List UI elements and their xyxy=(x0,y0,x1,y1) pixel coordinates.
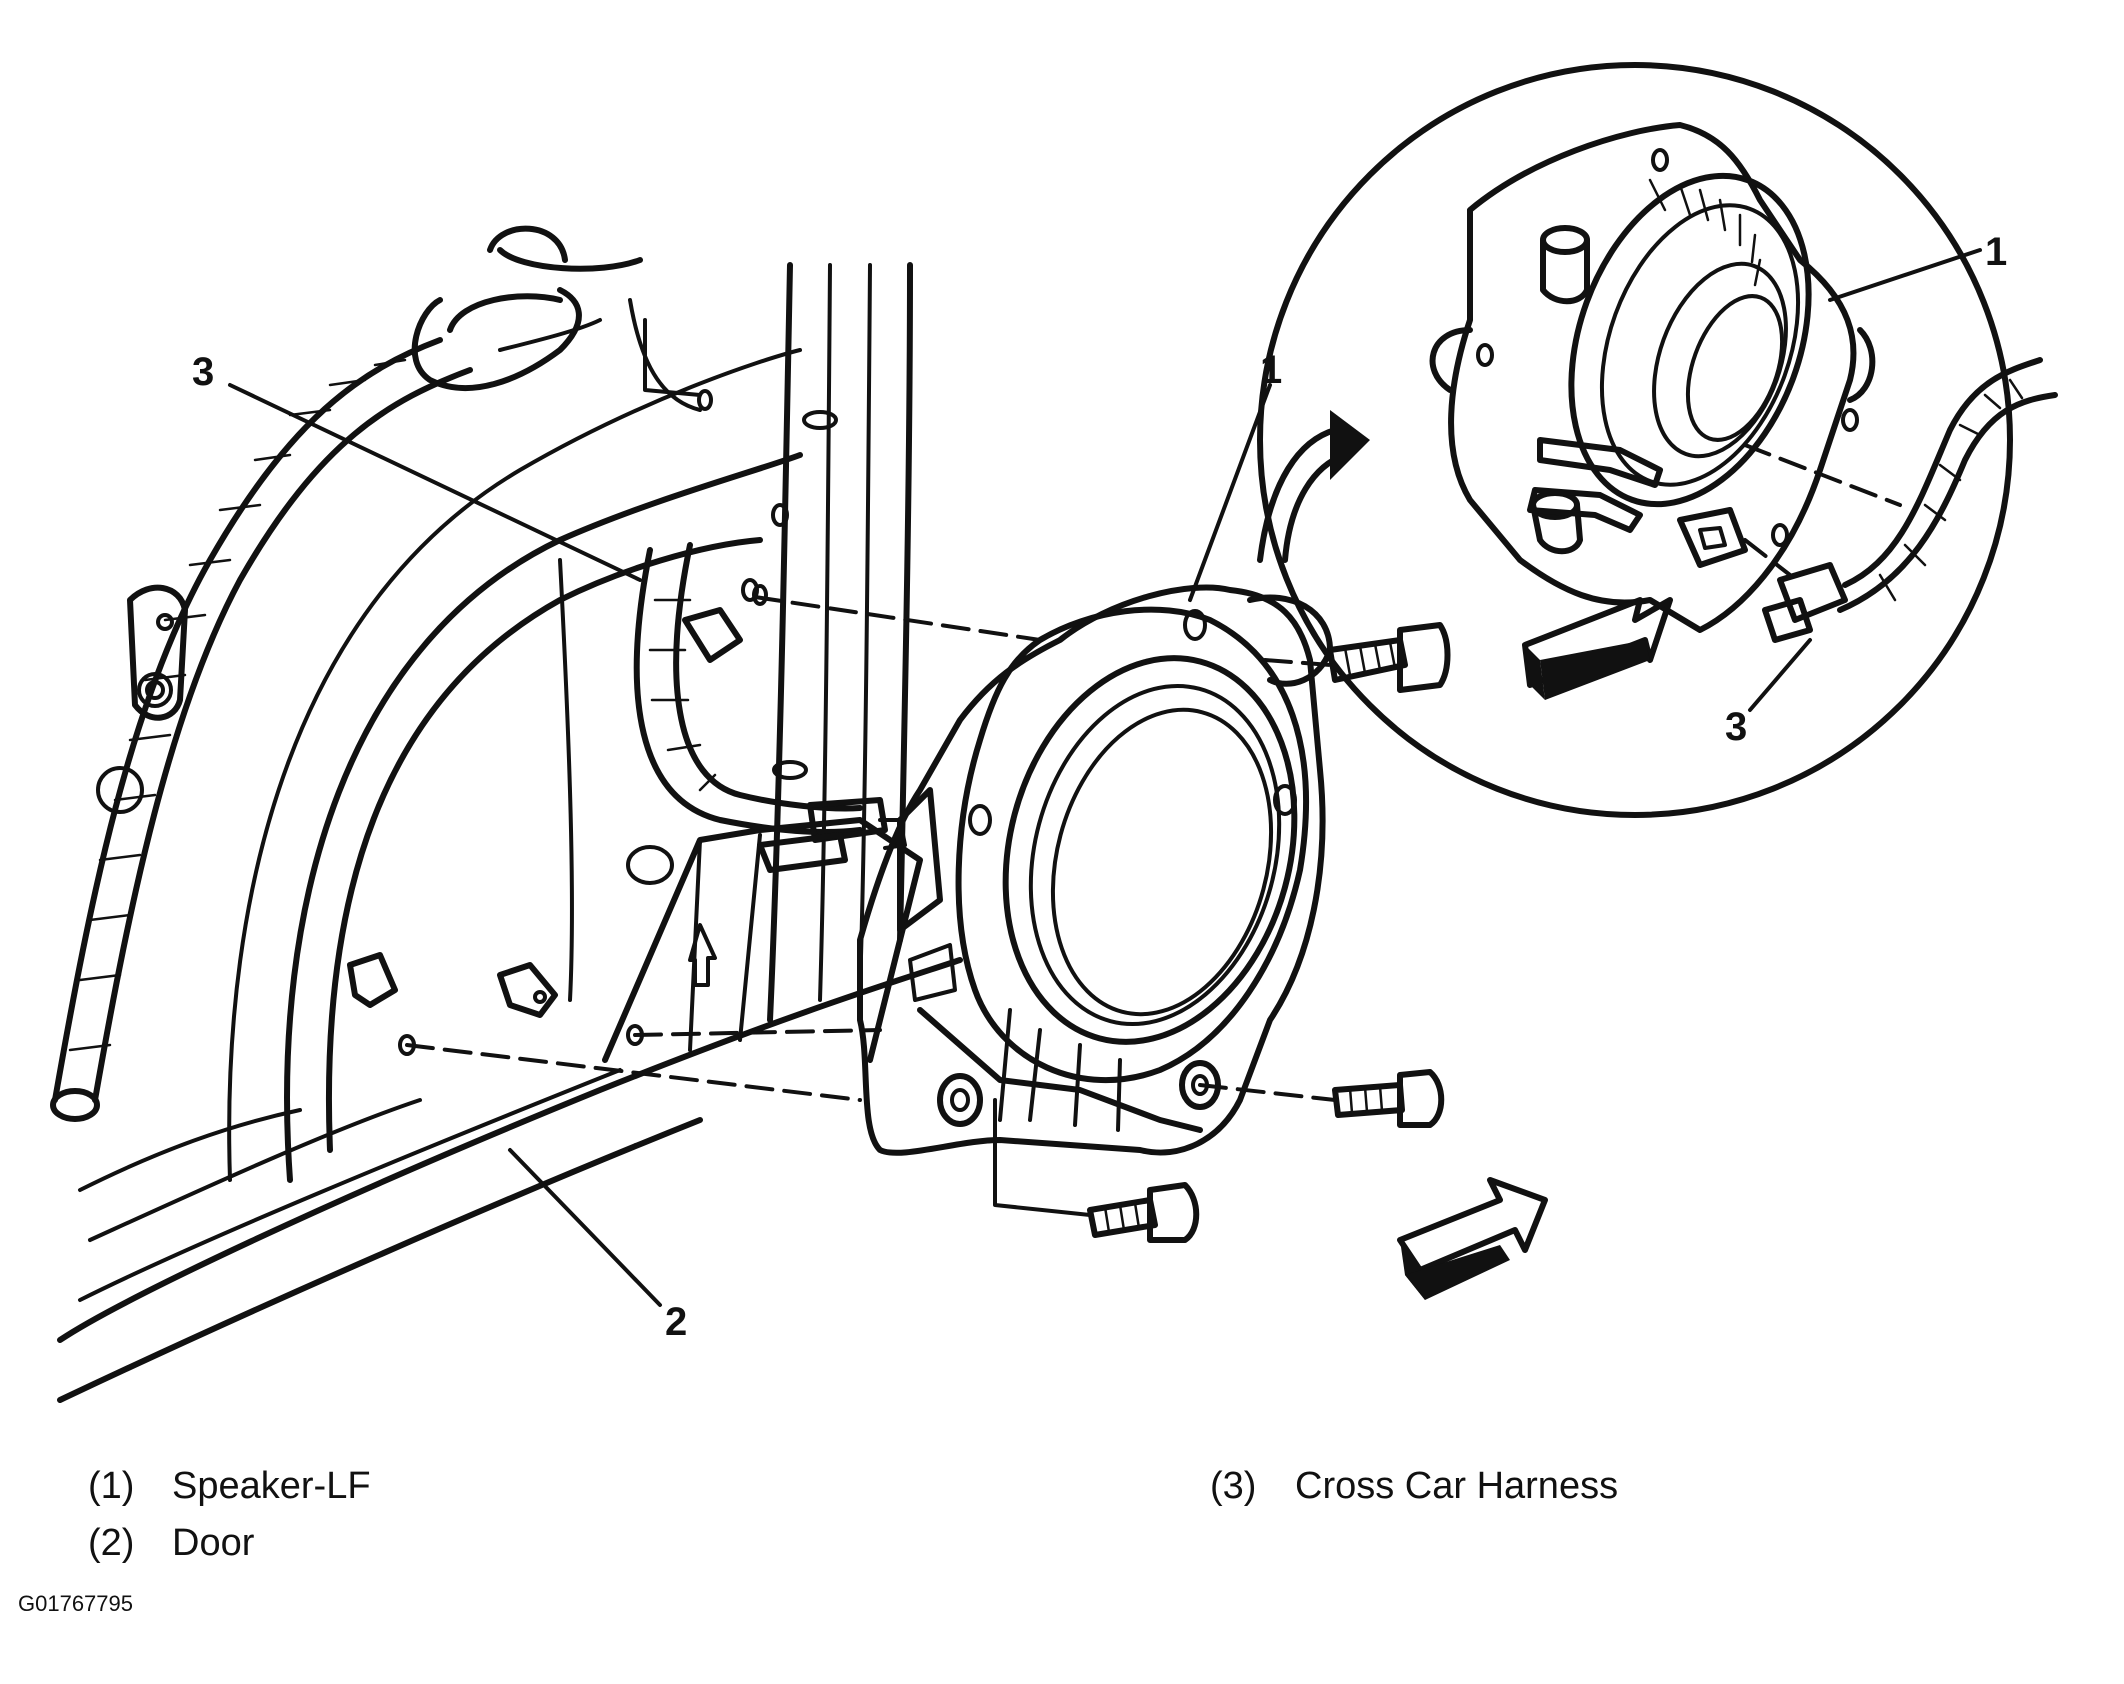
bolt-bottom xyxy=(1087,1182,1200,1243)
callout-harness-main: 3 xyxy=(192,350,214,394)
legend-num-3: (3) xyxy=(1210,1465,1256,1507)
figure-id: G01767795 xyxy=(18,1591,133,1616)
front-direction-arrow-icon xyxy=(1397,1177,1548,1300)
legend-label-door: Door xyxy=(172,1522,255,1564)
callout-door: 2 xyxy=(665,1300,687,1344)
callout-speaker-main: 1 xyxy=(1260,348,1282,392)
detail-circle xyxy=(1257,62,2013,818)
leader-harness-detail xyxy=(1748,638,1812,712)
leader-speaker-main xyxy=(1188,383,1272,602)
callout-harness-detail: 3 xyxy=(1725,705,1747,749)
legend-label-harness: Cross Car Harness xyxy=(1295,1465,1618,1507)
leader-harness-main xyxy=(228,383,642,582)
speaker-lf-main xyxy=(857,584,1333,1156)
legend-label-speaker: Speaker-LF xyxy=(172,1465,371,1507)
bolt-upper xyxy=(1327,622,1451,693)
detail-view xyxy=(1257,62,2058,818)
legend-num-1: (1) xyxy=(88,1465,134,1507)
legend-num-2: (2) xyxy=(88,1522,134,1564)
callout-speaker-detail: 1 xyxy=(1985,230,2007,274)
cross-car-harness-main xyxy=(50,225,907,1122)
leader-door xyxy=(508,1148,662,1307)
legend: (1) Speaker-LF (2) Door (3) Cross Car Ha… xyxy=(88,1465,1618,1564)
leader-speaker-detail xyxy=(1828,248,1982,302)
leader-lines xyxy=(228,383,1272,1307)
door-panel xyxy=(57,247,963,1403)
detail-arrow-icon xyxy=(1257,410,1370,563)
mounting-bolts xyxy=(405,595,1451,1243)
bolt-lower-right xyxy=(1332,1069,1445,1128)
